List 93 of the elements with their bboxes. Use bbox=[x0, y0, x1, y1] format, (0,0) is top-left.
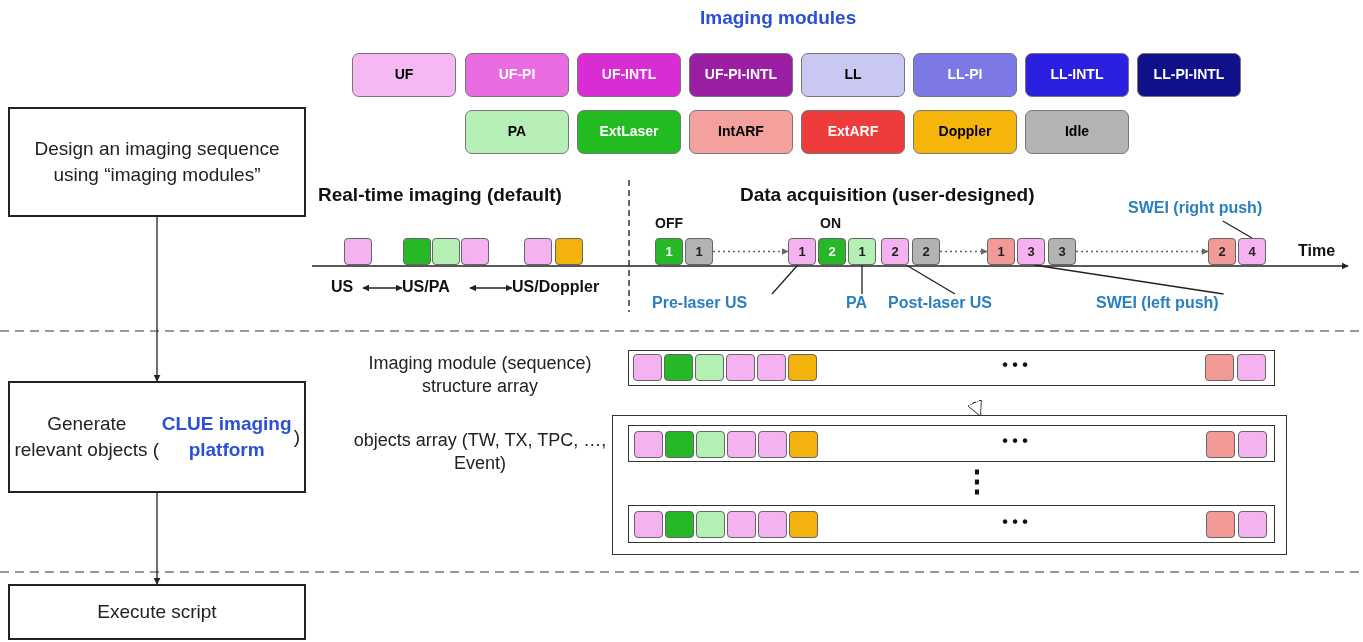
module-square bbox=[696, 511, 725, 538]
module-square bbox=[633, 354, 662, 381]
state-label: ON bbox=[820, 216, 841, 232]
module-square bbox=[788, 354, 817, 381]
module-square: 1 bbox=[655, 238, 683, 265]
module-square: 1 bbox=[685, 238, 713, 265]
arrow bbox=[153, 492, 161, 585]
array-caption: Imaging module (sequence) structure array bbox=[367, 352, 593, 399]
arrow bbox=[469, 284, 513, 292]
module-box: LL bbox=[801, 53, 905, 97]
module-square bbox=[1206, 431, 1235, 458]
module-box: ExtARF bbox=[801, 110, 905, 154]
annotation-label: Pre-laser US bbox=[652, 294, 802, 316]
module-square bbox=[344, 238, 372, 265]
module-square bbox=[634, 511, 663, 538]
module-square: 3 bbox=[1048, 238, 1076, 265]
module-box: Idle bbox=[1025, 110, 1129, 154]
module-box: LL-INTL bbox=[1025, 53, 1129, 97]
module-box: UF bbox=[352, 53, 456, 97]
module-square bbox=[1238, 431, 1267, 458]
section-heading: Data acquisition (user-designed) bbox=[740, 185, 1035, 206]
module-box: UF-PI-INTL bbox=[689, 53, 793, 97]
module-square: 2 bbox=[912, 238, 940, 265]
module-square bbox=[789, 511, 818, 538]
module-square bbox=[524, 238, 552, 265]
arrow bbox=[712, 248, 789, 255]
mode-label: US/PA bbox=[402, 278, 470, 298]
module-square: 2 bbox=[818, 238, 846, 265]
module-square bbox=[461, 238, 489, 265]
leader-line bbox=[1033, 264, 1225, 295]
module-square bbox=[727, 511, 756, 538]
module-square: 1 bbox=[987, 238, 1015, 265]
module-square bbox=[727, 431, 756, 458]
process-box: Execute script bbox=[8, 584, 306, 640]
module-square bbox=[555, 238, 583, 265]
leader-line bbox=[771, 264, 799, 295]
module-square: 3 bbox=[1017, 238, 1045, 265]
module-square: 2 bbox=[1208, 238, 1236, 265]
module-box: Doppler bbox=[913, 110, 1017, 154]
annotation-label: SWEI (right push) bbox=[1128, 199, 1286, 221]
module-square bbox=[758, 431, 787, 458]
module-square bbox=[757, 354, 786, 381]
annotation-label: SWEI (left push) bbox=[1096, 294, 1246, 316]
module-box: UF-INTL bbox=[577, 53, 681, 97]
module-square bbox=[1237, 354, 1266, 381]
leader-line bbox=[905, 264, 956, 295]
ellipsis-mark: • • • bbox=[1001, 513, 1029, 531]
module-box: LL-PI-INTL bbox=[1137, 53, 1241, 97]
module-box: LL-PI bbox=[913, 53, 1017, 97]
module-square: 2 bbox=[881, 238, 909, 265]
section-heading: Real-time imaging (default) bbox=[318, 185, 562, 206]
hollow-arrow bbox=[967, 399, 982, 417]
module-square bbox=[634, 431, 663, 458]
module-square bbox=[664, 354, 693, 381]
module-box: PA bbox=[465, 110, 569, 154]
mode-label: US/Doppler bbox=[512, 278, 612, 298]
module-square bbox=[726, 354, 755, 381]
leader-line bbox=[861, 264, 863, 295]
module-square bbox=[696, 431, 725, 458]
module-square bbox=[1206, 511, 1235, 538]
module-square bbox=[695, 354, 724, 381]
module-square bbox=[1205, 354, 1234, 381]
axis-label: Time bbox=[1298, 242, 1336, 260]
section-heading: Imaging modules bbox=[700, 8, 857, 29]
array-row bbox=[628, 425, 1275, 462]
ellipsis-mark: ⋮ bbox=[962, 464, 992, 497]
array-row bbox=[628, 505, 1275, 543]
module-square bbox=[1238, 511, 1267, 538]
module-square: 4 bbox=[1238, 238, 1266, 265]
array-caption: objects array (TW, TX, TPC, …, Event) bbox=[352, 429, 608, 476]
ellipsis-mark: • • • bbox=[1001, 432, 1029, 450]
module-square bbox=[665, 511, 694, 538]
module-square bbox=[789, 431, 818, 458]
arrow bbox=[939, 248, 988, 255]
annotation-label: PA bbox=[846, 294, 878, 316]
arrow bbox=[1075, 248, 1209, 255]
module-square bbox=[758, 511, 787, 538]
ellipsis-mark: • • • bbox=[1001, 356, 1029, 374]
mode-label: US bbox=[331, 278, 363, 298]
module-box: ExtLaser bbox=[577, 110, 681, 154]
module-square bbox=[403, 238, 431, 265]
annotation-label: Post-laser US bbox=[888, 294, 1022, 316]
module-square bbox=[432, 238, 460, 265]
state-label: OFF bbox=[655, 216, 683, 232]
module-square bbox=[665, 431, 694, 458]
module-box: IntARF bbox=[689, 110, 793, 154]
process-box: Design an imaging sequence using “imaging modules” bbox=[8, 107, 306, 217]
arrow bbox=[362, 284, 403, 292]
leader-line bbox=[1222, 220, 1253, 239]
arrow bbox=[153, 216, 161, 382]
module-square: 1 bbox=[848, 238, 876, 265]
module-square: 1 bbox=[788, 238, 816, 265]
module-box: UF-PI bbox=[465, 53, 569, 97]
